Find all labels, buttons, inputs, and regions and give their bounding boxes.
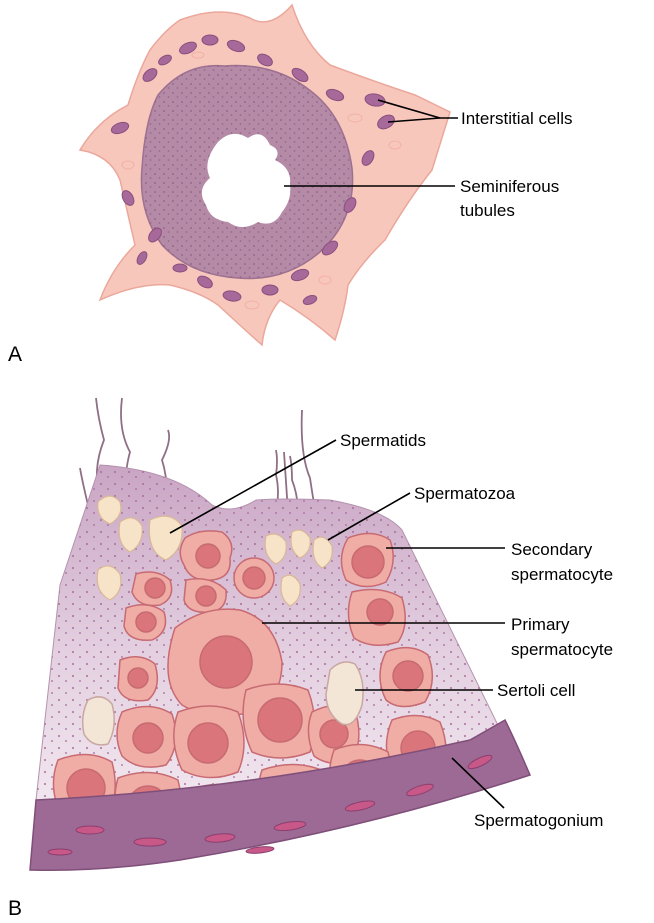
sertoli-cell-shape xyxy=(326,662,363,725)
panel-a-tubule-cross-section xyxy=(80,5,458,345)
label-spermatids: Spermatids xyxy=(340,431,426,450)
label-seminiferous-tubules-2: tubules xyxy=(460,201,515,220)
label-primary-spermatocyte-2: spermatocyte xyxy=(511,640,613,659)
panel-b-seminiferous-epithelium xyxy=(30,398,530,870)
label-secondary-spermatocyte-2: spermatocyte xyxy=(511,565,613,584)
label-spermatozoa: Spermatozoa xyxy=(414,484,516,503)
label-primary-spermatocyte-1: Primary xyxy=(511,615,570,634)
label-sertoli-cell: Sertoli cell xyxy=(497,681,575,700)
label-interstitial-cells: Interstitial cells xyxy=(461,109,572,128)
panel-letter-a: A xyxy=(8,343,22,366)
label-spermatogonium: Spermatogonium xyxy=(474,811,603,830)
label-seminiferous-tubules-1: Seminiferous xyxy=(460,177,559,196)
label-secondary-spermatocyte-1: Secondary xyxy=(511,540,593,559)
panel-letter-b: B xyxy=(8,897,22,920)
